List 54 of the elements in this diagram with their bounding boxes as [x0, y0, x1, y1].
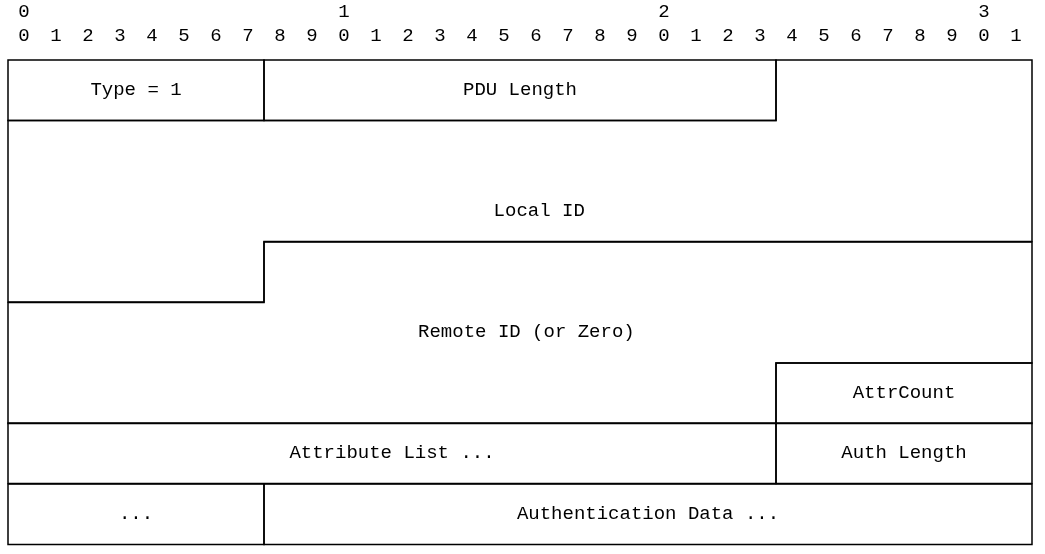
- bit-number: 0: [338, 26, 350, 46]
- bit-number: 9: [306, 26, 318, 46]
- packet-field: [8, 241, 1032, 423]
- bit-number: 1: [1010, 26, 1022, 46]
- bit-number: 4: [146, 26, 158, 46]
- field-label: Remote ID (or Zero): [418, 322, 635, 342]
- bit-number: 1: [338, 2, 350, 22]
- bit-number: 4: [786, 26, 798, 46]
- bit-number: 9: [626, 26, 638, 46]
- field-label: AttrCount: [852, 383, 956, 403]
- bit-number: 2: [402, 26, 414, 46]
- bit-number: 3: [978, 2, 990, 22]
- field-label: Attribute List ...: [289, 443, 495, 463]
- packet-field: [8, 60, 264, 121]
- bit-number: 5: [498, 26, 510, 46]
- packet-field: [8, 423, 776, 484]
- bit-number: 6: [210, 26, 222, 46]
- field-label: Type = 1: [90, 80, 182, 100]
- bit-number: 2: [722, 26, 734, 46]
- bit-number: 3: [434, 26, 446, 46]
- bit-number: 7: [882, 26, 894, 46]
- packet-field: [776, 362, 1032, 423]
- packet-field: [264, 483, 1032, 544]
- bit-number: 0: [978, 26, 990, 46]
- packet-field: [8, 483, 264, 544]
- bit-number: 0: [18, 2, 30, 22]
- bit-number: 0: [18, 26, 30, 46]
- bit-number: 8: [914, 26, 926, 46]
- bit-number: 3: [754, 26, 766, 46]
- bit-number: 7: [562, 26, 574, 46]
- bit-number: 5: [178, 26, 190, 46]
- bit-number: 0: [658, 26, 670, 46]
- bit-number: 7: [242, 26, 254, 46]
- field-label: Local ID: [493, 201, 585, 221]
- packet-field: [264, 60, 776, 121]
- bit-number: 9: [946, 26, 958, 46]
- bit-number: 6: [850, 26, 862, 46]
- field-label: Auth Length: [841, 443, 967, 463]
- bit-number: 3: [114, 26, 126, 46]
- packet-field: [8, 60, 1032, 302]
- field-label: Authentication Data ...: [516, 504, 780, 524]
- bit-number: 5: [818, 26, 830, 46]
- bit-number: 6: [530, 26, 542, 46]
- bit-number: 2: [658, 2, 670, 22]
- bit-number: 4: [466, 26, 478, 46]
- bit-number: 1: [690, 26, 702, 46]
- bit-number: 8: [594, 26, 606, 46]
- bit-number: 2: [82, 26, 94, 46]
- bit-number: 8: [274, 26, 286, 46]
- bit-number: 1: [370, 26, 382, 46]
- packet-field: [776, 423, 1032, 484]
- field-label: PDU Length: [463, 80, 577, 100]
- bit-number: 1: [50, 26, 62, 46]
- field-label: ...: [118, 504, 154, 524]
